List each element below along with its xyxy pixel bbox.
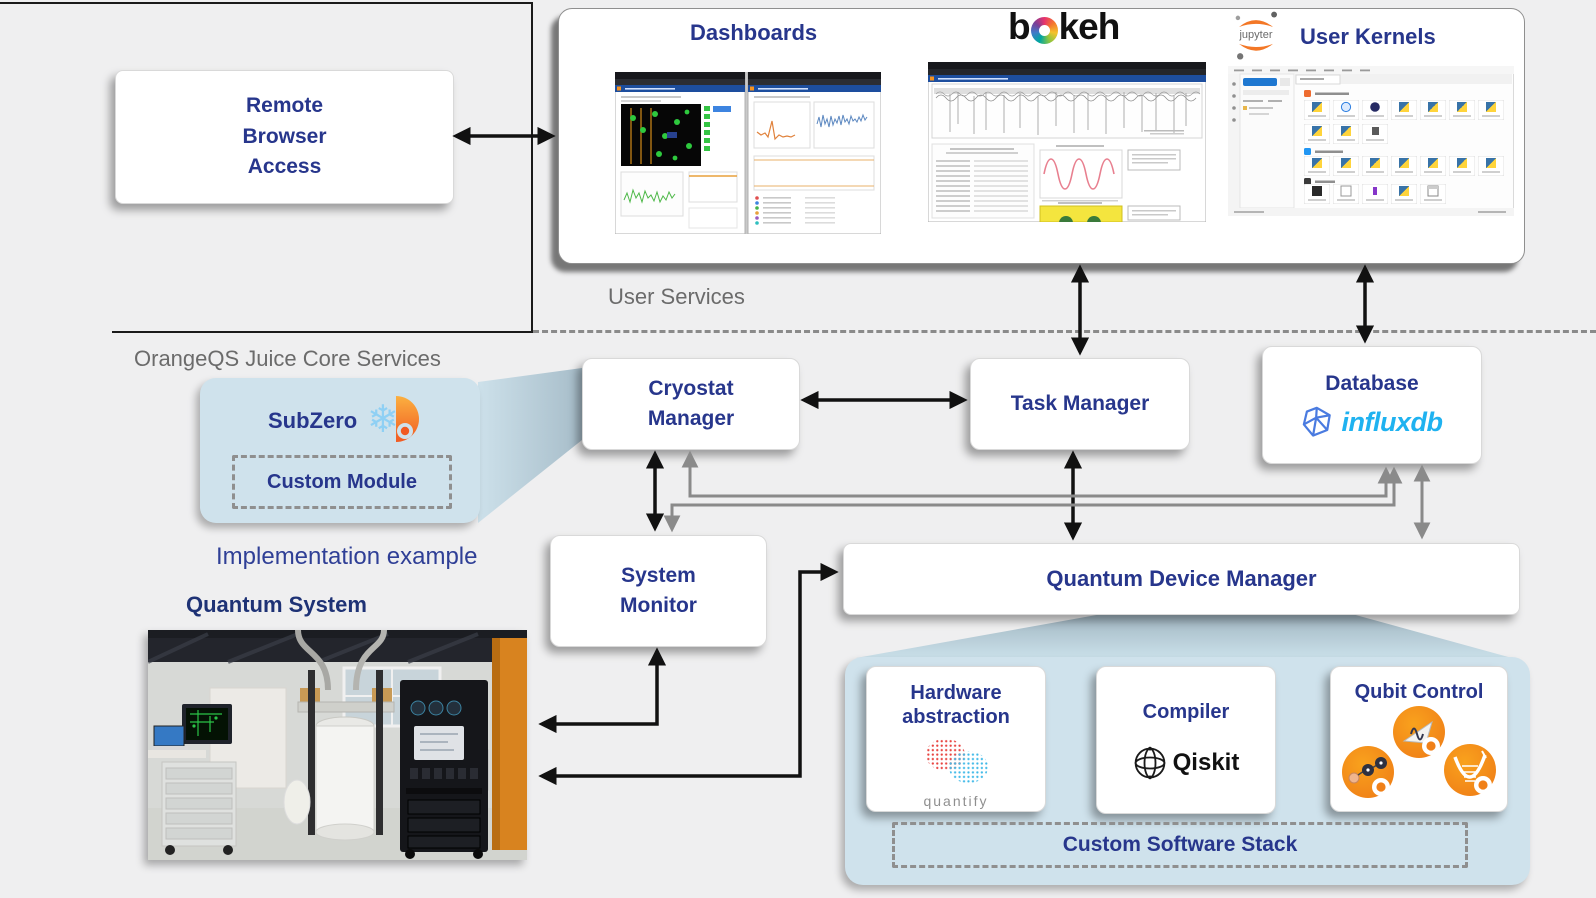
- system-monitor-node: System Monitor: [550, 535, 767, 647]
- subzero-logo-icon: ❄: [367, 396, 419, 442]
- compiler-label: Compiler: [1142, 700, 1230, 723]
- jupyter-logo: jupyter: [1230, 10, 1282, 62]
- custom-module-node: Custom Module: [232, 455, 452, 509]
- jupyter-icon: [1235, 11, 1278, 60]
- influxdb-icon: [1302, 406, 1331, 437]
- implementation-example-label: Implementation example: [216, 543, 478, 570]
- dashboards-label: Dashboards: [690, 20, 818, 45]
- core-services-label: OrangeQS Juice Core Services: [134, 346, 441, 371]
- quantum-device-manager-node: Quantum Device Manager: [843, 543, 1520, 615]
- frame-bottom-line: [112, 331, 533, 333]
- bokeh-logo-right: keh: [1058, 6, 1121, 47]
- frame-vertical-line: [531, 2, 533, 333]
- qiskit-icon: [1134, 746, 1165, 779]
- jupyterlab-screenshot: [1228, 66, 1514, 216]
- influxdb-logo-text: influxdb: [1341, 406, 1443, 437]
- subzero-title: SubZero: [268, 408, 358, 433]
- cryostat-manager-node: Cryostat Manager: [582, 358, 800, 450]
- qubit-control-label: Qubit Control: [1354, 681, 1484, 703]
- quantum-device-manager-label: Quantum Device Manager: [1046, 566, 1317, 591]
- bokeh-app-screenshot: [928, 62, 1206, 222]
- coupled-qubits-icon: [1342, 746, 1394, 798]
- qiskit-logo-text: Qiskit: [1172, 748, 1240, 776]
- custom-software-stack-node: Custom Software Stack: [892, 822, 1468, 868]
- user-services-label: User Services: [608, 284, 745, 309]
- bokeh-logo-left: b: [1008, 6, 1031, 47]
- database-node: Database influxdb: [1262, 346, 1482, 464]
- compiler-node: Compiler Qiskit: [1096, 666, 1276, 814]
- quantify-logo-text: quantify: [923, 792, 989, 809]
- hardware-abstraction-node: Hardware abstraction quantify: [866, 666, 1046, 812]
- quantum-system-label: Quantum System: [186, 592, 367, 617]
- subzero-zoom-funnel: [478, 368, 582, 523]
- core-services-dashed-divider: [533, 330, 1596, 333]
- quantum-system-photo: [148, 630, 527, 860]
- user-kernels-label: User Kernels: [1300, 24, 1436, 49]
- task-manager-label: Task Manager: [1010, 392, 1150, 415]
- database-label: Database: [1325, 372, 1419, 395]
- hardware-abstraction-label: Hardware abstraction: [902, 682, 1010, 728]
- pulse-icon: [1393, 706, 1445, 758]
- jupyter-logo-text: jupyter: [1239, 29, 1273, 41]
- qdm-zoom-funnel: [856, 614, 1512, 658]
- svg-text:❄: ❄: [367, 399, 399, 441]
- qubit-control-node: Qubit Control: [1330, 666, 1508, 812]
- custom-module-label: Custom Module: [267, 470, 417, 493]
- custom-software-stack-label: Custom Software Stack: [1062, 833, 1298, 856]
- bokeh-pinwheel-icon: [1030, 16, 1058, 44]
- qubit-control-icons: [1342, 706, 1496, 798]
- remote-browser-access-node: Remote Browser Access: [115, 70, 454, 204]
- potential-well-icon: [1444, 744, 1496, 796]
- task-manager-node: Task Manager: [970, 358, 1190, 450]
- frame-top-line: [0, 2, 533, 4]
- subzero-panel: [200, 378, 480, 523]
- quantify-icon: [925, 738, 989, 784]
- dashboards-screenshot: [615, 72, 881, 234]
